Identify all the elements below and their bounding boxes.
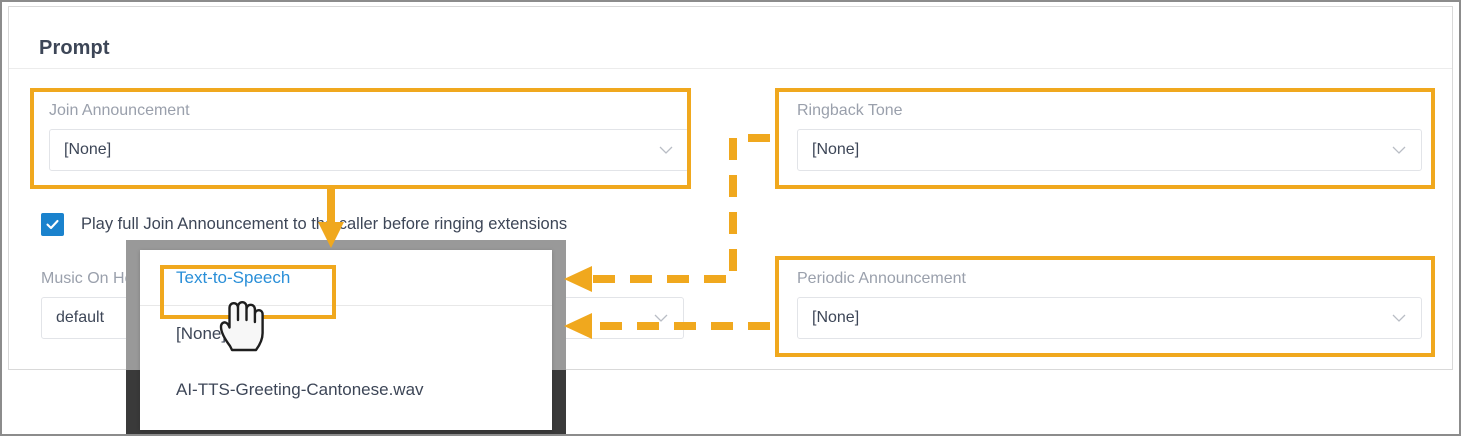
join-announcement-value: [None] <box>64 141 112 158</box>
field-join-announcement: Join Announcement [None] <box>49 102 689 171</box>
dropdown-popup: Text-to-Speech [None] AI-TTS-Greeting-Ca… <box>140 250 552 430</box>
periodic-announcement-select[interactable]: [None] <box>797 297 1422 339</box>
ringback-tone-value: [None] <box>812 141 860 158</box>
join-announcement-select[interactable]: [None] <box>49 129 689 171</box>
dropdown-option-label: Text-to-Speech <box>176 267 291 287</box>
dropdown-popup-backdrop: Text-to-Speech [None] AI-TTS-Greeting-Ca… <box>126 240 566 436</box>
ringback-tone-select[interactable]: [None] <box>797 129 1422 171</box>
highlight-periodic-announcement <box>775 256 1435 357</box>
periodic-announcement-value: [None] <box>812 309 860 326</box>
join-announcement-label: Join Announcement <box>49 102 190 119</box>
field-ringback-tone: Ringback Tone [None] <box>797 102 1422 171</box>
dropdown-option-label: [None] <box>176 324 227 343</box>
chevron-down-icon <box>653 310 669 326</box>
ringback-tone-label: Ringback Tone <box>797 102 903 119</box>
dropdown-option-label: AI-TTS-Greeting-Cantonese.wav <box>176 380 424 399</box>
chevron-down-icon <box>1391 142 1407 158</box>
card-header <box>9 7 1452 69</box>
periodic-announcement-label: Periodic Announcement <box>797 270 966 287</box>
chevron-down-icon <box>1391 310 1407 326</box>
page-title: Prompt <box>39 37 110 59</box>
music-on-hold-value: default <box>56 309 105 326</box>
dropdown-option-none[interactable]: [None] <box>140 306 552 362</box>
highlight-ringback-tone <box>775 88 1435 189</box>
dropdown-option-ai-tts-greeting-cantonese[interactable]: AI-TTS-Greeting-Cantonese.wav <box>140 362 552 418</box>
field-periodic-announcement: Periodic Announcement [None] <box>797 270 1422 339</box>
music-on-hold-label: Music On Hold <box>41 270 146 287</box>
pointing-hand-cursor <box>218 300 264 352</box>
checkmark-icon[interactable] <box>41 213 64 236</box>
dropdown-option-text-to-speech[interactable]: Text-to-Speech <box>140 250 552 306</box>
